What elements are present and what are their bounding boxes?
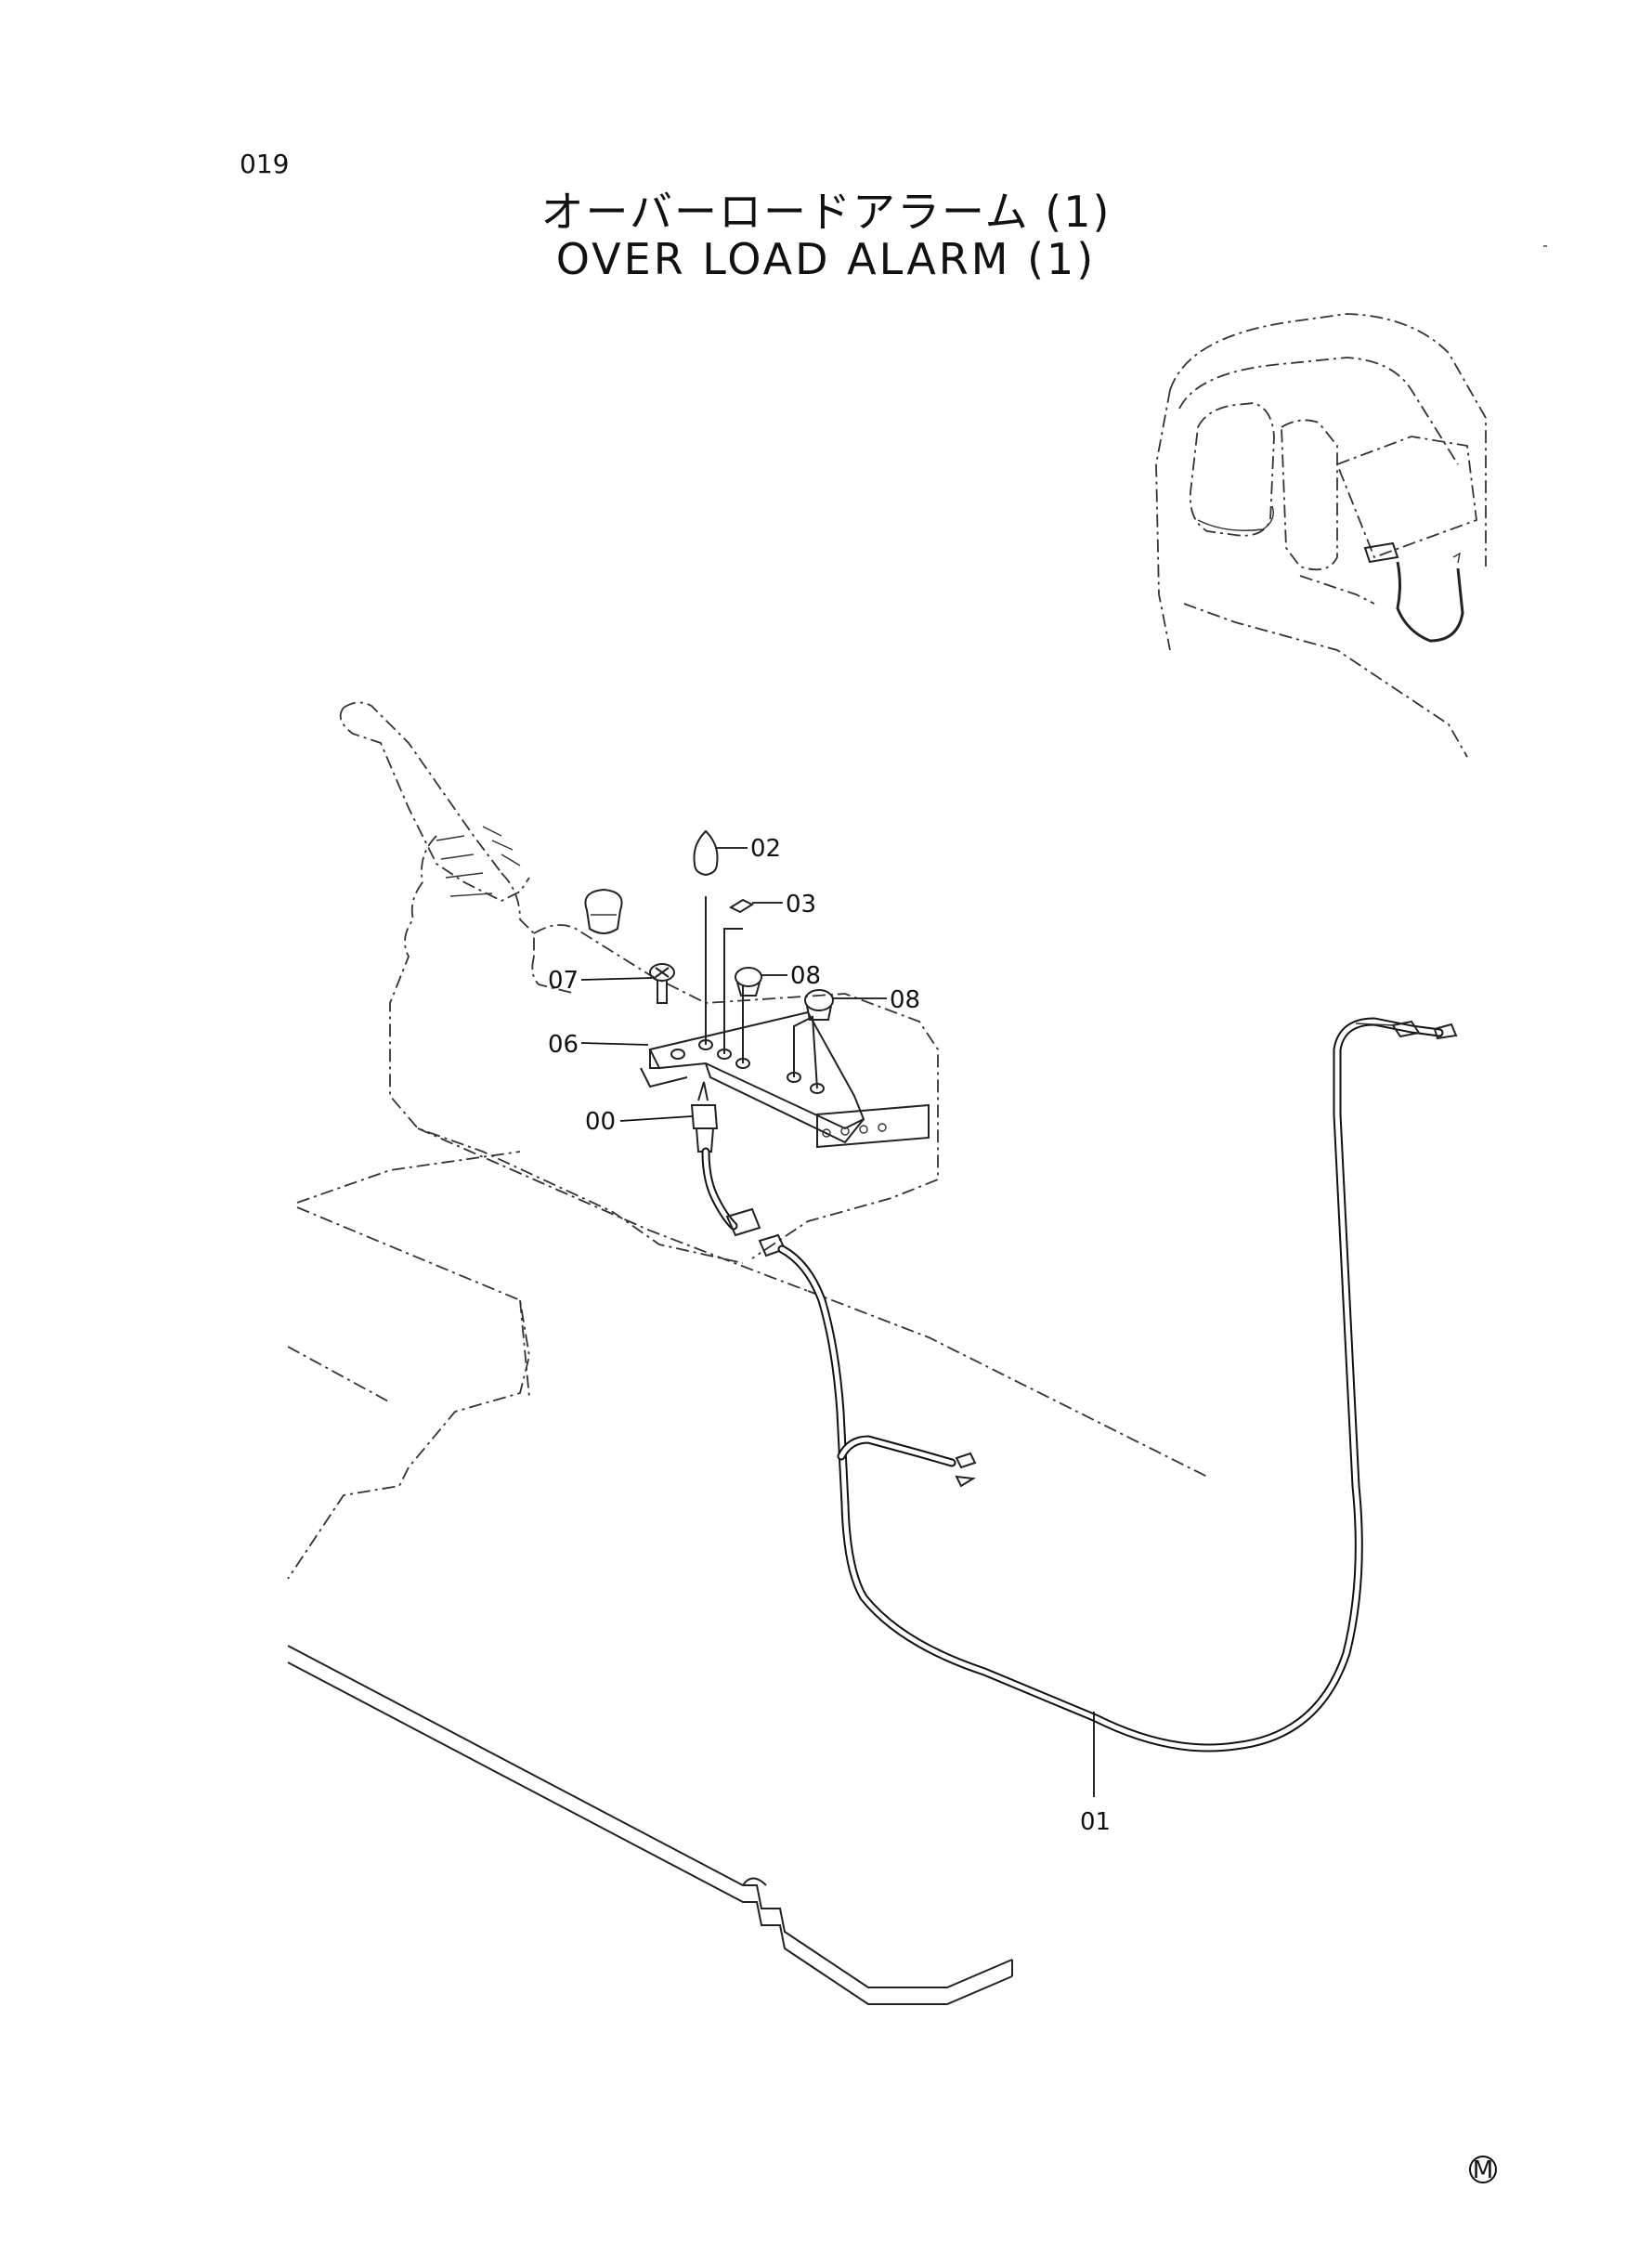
switch-bracket-assembly bbox=[640, 896, 930, 1149]
page-number: 019 bbox=[240, 149, 290, 179]
callout-07: 07 bbox=[548, 967, 579, 995]
registered-mark-icon: M bbox=[1469, 2156, 1497, 2184]
part-08-indicator-lamp-a bbox=[735, 967, 762, 997]
callout-01: 01 bbox=[1080, 1808, 1111, 1836]
diagram-title-japanese: オーバーロードアラーム (1) bbox=[540, 187, 1112, 237]
leader-line-00 bbox=[619, 1115, 693, 1122]
part-08-indicator-lamp-b bbox=[804, 989, 834, 1021]
callout-08a: 08 bbox=[790, 962, 821, 990]
part-03-label-plate bbox=[728, 898, 755, 914]
diagram-title-english: OVER LOAD ALARM (1) bbox=[555, 234, 1097, 284]
callout-06: 06 bbox=[548, 1031, 579, 1059]
control-console-illustration bbox=[287, 701, 1208, 1580]
part-00-switch bbox=[690, 1081, 719, 1153]
callout-02: 02 bbox=[750, 835, 781, 863]
leader-line-07 bbox=[580, 977, 653, 981]
leader-line-06 bbox=[580, 1042, 649, 1046]
cab-inset-illustration bbox=[1155, 245, 1547, 758]
callout-03: 03 bbox=[786, 891, 816, 919]
part-01-wire-harness bbox=[701, 1017, 1458, 1752]
corner-mark-letter: M bbox=[1473, 2156, 1493, 2184]
callout-08b: 08 bbox=[890, 986, 920, 1014]
floor-plate-illustration bbox=[287, 1645, 1013, 2005]
callout-00: 00 bbox=[585, 1108, 616, 1136]
part-02-lamp-cap bbox=[693, 829, 719, 877]
part-07-screw bbox=[649, 963, 675, 1004]
